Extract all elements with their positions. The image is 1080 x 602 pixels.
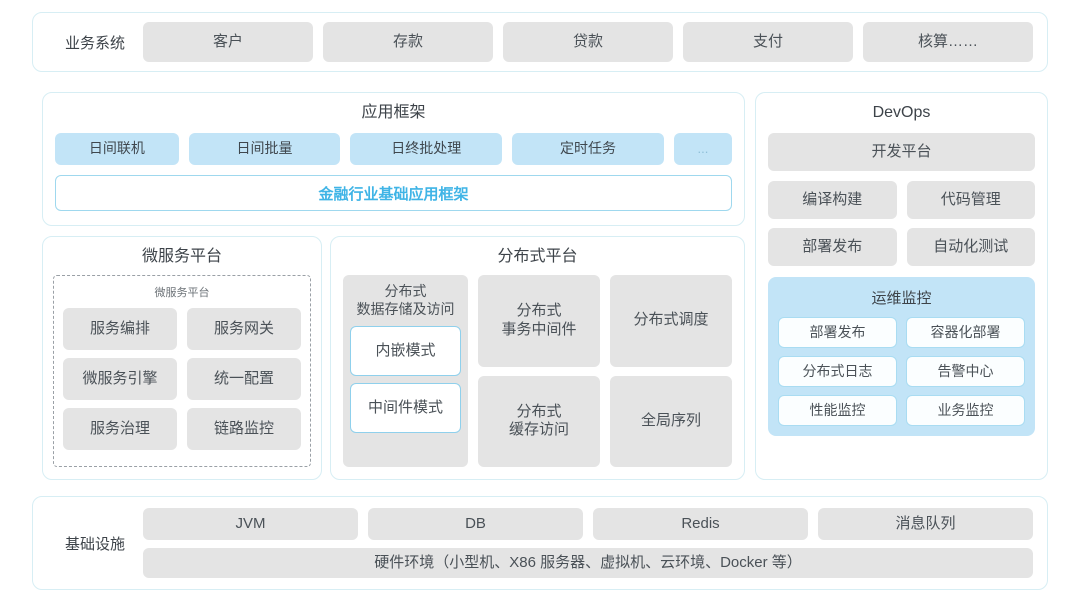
hardware-environment-item[interactable]: 硬件环境（小型机、X86 服务器、虚拟机、云环境、Docker 等） — [143, 548, 1033, 578]
distributed-storage-mode[interactable]: 中间件模式 — [350, 383, 461, 433]
app-framework-more-item[interactable]: ... — [673, 133, 732, 165]
app-framework-item[interactable]: 定时任务 — [512, 133, 664, 165]
devops-item[interactable]: 部署发布 — [768, 228, 897, 266]
devops-item[interactable]: 编译构建 — [768, 181, 897, 219]
distributed-storage-title: 分布式 数据存储及访问 — [350, 283, 461, 318]
distributed-storage-title-line2: 数据存储及访问 — [356, 300, 455, 317]
distributed-storage-group[interactable]: 分布式 数据存储及访问 内嵌模式 中间件模式 — [343, 275, 468, 467]
microservice-platform-items: 服务编排 服务网关 微服务引擎 统一配置 服务治理 链路监控 — [63, 308, 301, 450]
application-framework-section: 应用框架 日间联机 日间批量 日终批处理 定时任务 ... 金融行业基础应用框架 — [42, 92, 745, 226]
application-framework-title: 应用框架 — [361, 104, 426, 121]
microservice-item[interactable]: 服务治理 — [63, 408, 177, 450]
business-system-item[interactable]: 支付 — [683, 22, 853, 62]
devops-item[interactable]: 自动化测试 — [906, 228, 1035, 266]
operations-monitoring-items: 部署发布 容器化部署 分布式日志 告警中心 性能监控 业务监控 — [778, 317, 1025, 426]
microservice-platform-title: 微服务平台 — [141, 248, 222, 265]
operations-monitoring-title: 运维监控 — [871, 290, 932, 307]
business-system-item[interactable]: 核算…… — [863, 22, 1033, 62]
operations-monitoring-group: 运维监控 部署发布 容器化部署 分布式日志 告警中心 性能监控 业务监控 — [768, 277, 1035, 436]
infrastructure-section: 基础设施 JVM DB Redis 消息队列 硬件环境（小型机、X86 服务器、… — [32, 496, 1048, 590]
microservice-item[interactable]: 服务网关 — [187, 308, 301, 350]
microservice-platform-inner-title: 微服务平台 — [154, 287, 210, 299]
distributed-item-text: 全局序列 — [640, 411, 701, 429]
infrastructure-items: JVM DB Redis 消息队列 — [143, 508, 1033, 540]
monitoring-item[interactable]: 告警中心 — [906, 356, 1025, 387]
devops-section: DevOps 开发平台 编译构建 代码管理 部署发布 自动化测试 运维监控 部署… — [755, 92, 1048, 480]
distributed-platform-section: 分布式平台 分布式 数据存储及访问 内嵌模式 中间件模式 分布式事务中间 — [330, 236, 745, 480]
platform-left-column: 应用框架 日间联机 日间批量 日终批处理 定时任务 ... 金融行业基础应用框架… — [32, 88, 755, 488]
distributed-platform-items: 分布式事务中间件 分布式调度 分布式缓存访问 全局序列 — [478, 275, 732, 467]
distributed-item-text: 分布式调度 — [633, 311, 709, 329]
distributed-storage-title-line1: 分布式 — [384, 283, 427, 299]
application-framework-items: 日间联机 日间批量 日终批处理 定时任务 ... — [55, 133, 732, 165]
infrastructure-item[interactable]: JVM — [143, 508, 358, 540]
monitoring-item[interactable]: 部署发布 — [778, 317, 897, 348]
infrastructure-item[interactable]: Redis — [593, 508, 808, 540]
distributed-item[interactable]: 全局序列 — [610, 375, 732, 467]
distributed-item-text: 分布式缓存访问 — [508, 402, 569, 439]
business-systems-label: 业务系统 — [64, 34, 125, 52]
microservice-item[interactable]: 服务编排 — [63, 308, 177, 350]
business-system-item[interactable]: 存款 — [323, 22, 493, 62]
microservice-platform-inner-box: 微服务平台 服务编排 服务网关 微服务引擎 统一配置 服务治理 链路监控 — [53, 275, 311, 467]
infrastructure-item[interactable]: DB — [368, 508, 583, 540]
devops-title: DevOps — [872, 104, 931, 121]
microservice-item[interactable]: 微服务引擎 — [63, 358, 177, 400]
microservice-item[interactable]: 统一配置 — [187, 358, 301, 400]
infrastructure-label: 基础设施 — [64, 535, 125, 553]
monitoring-item[interactable]: 性能监控 — [778, 395, 897, 426]
middle-area: 应用框架 日间联机 日间批量 日终批处理 定时任务 ... 金融行业基础应用框架… — [32, 88, 1048, 488]
devops-platform-item[interactable]: 开发平台 — [768, 133, 1035, 171]
infrastructure-body: JVM DB Redis 消息队列 硬件环境（小型机、X86 服务器、虚拟机、云… — [143, 508, 1033, 578]
business-systems-section: 业务系统 客户 存款 贷款 支付 核算…… — [32, 12, 1048, 72]
distributed-item[interactable]: 分布式缓存访问 — [478, 375, 600, 467]
devops-items: 编译构建 代码管理 部署发布 自动化测试 — [768, 181, 1035, 266]
base-application-framework-banner: 金融行业基础应用框架 — [55, 175, 732, 211]
app-framework-item[interactable]: 日间批量 — [188, 133, 341, 165]
distributed-storage-mode[interactable]: 内嵌模式 — [350, 326, 461, 376]
business-system-item[interactable]: 贷款 — [503, 22, 673, 62]
business-systems-items: 客户 存款 贷款 支付 核算…… — [143, 22, 1033, 62]
infrastructure-item[interactable]: 消息队列 — [818, 508, 1033, 540]
devops-item[interactable]: 代码管理 — [906, 181, 1035, 219]
distributed-item[interactable]: 分布式事务中间件 — [478, 275, 600, 367]
distributed-item[interactable]: 分布式调度 — [610, 275, 732, 367]
monitoring-item[interactable]: 业务监控 — [906, 395, 1025, 426]
microservice-item[interactable]: 链路监控 — [187, 408, 301, 450]
app-framework-item[interactable]: 日间联机 — [55, 133, 179, 165]
distributed-platform-title: 分布式平台 — [497, 248, 578, 265]
app-framework-item[interactable]: 日终批处理 — [350, 133, 503, 165]
monitoring-item[interactable]: 容器化部署 — [906, 317, 1025, 348]
distributed-item-text: 分布式事务中间件 — [501, 302, 577, 338]
distributed-platform-body: 分布式 数据存储及访问 内嵌模式 中间件模式 分布式事务中间件 — [343, 275, 732, 467]
monitoring-item[interactable]: 分布式日志 — [778, 356, 897, 387]
business-system-item[interactable]: 客户 — [143, 22, 313, 62]
microservice-platform-section: 微服务平台 微服务平台 服务编排 服务网关 微服务引擎 统一配置 服务治理 链路… — [42, 236, 322, 480]
hardware-environment-row: 硬件环境（小型机、X86 服务器、虚拟机、云环境、Docker 等） — [143, 548, 1033, 578]
